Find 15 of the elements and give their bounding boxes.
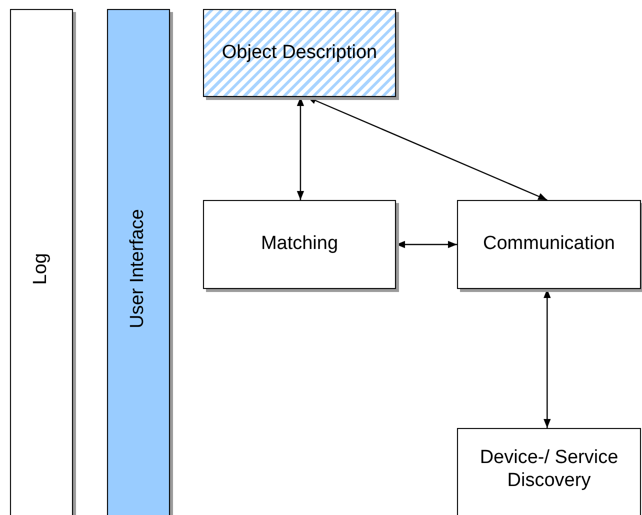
vertical-bar	[10, 9, 73, 515]
bar-label: Log	[30, 253, 52, 285]
process-box	[203, 9, 396, 97]
box-label: Communication	[482, 233, 616, 256]
bar-label: User Interface	[127, 209, 150, 329]
box-label: Device-/ Service Discovery	[478, 447, 620, 493]
double-arrow	[396, 240, 457, 248]
box-label: Object Description	[220, 42, 378, 64]
double-arrow	[296, 97, 304, 200]
double-arrow	[544, 289, 551, 428]
box-label: Matching	[260, 233, 340, 256]
process-box	[457, 200, 641, 289]
process-box	[457, 428, 641, 515]
process-box	[203, 200, 396, 289]
vertical-bar	[107, 9, 170, 515]
